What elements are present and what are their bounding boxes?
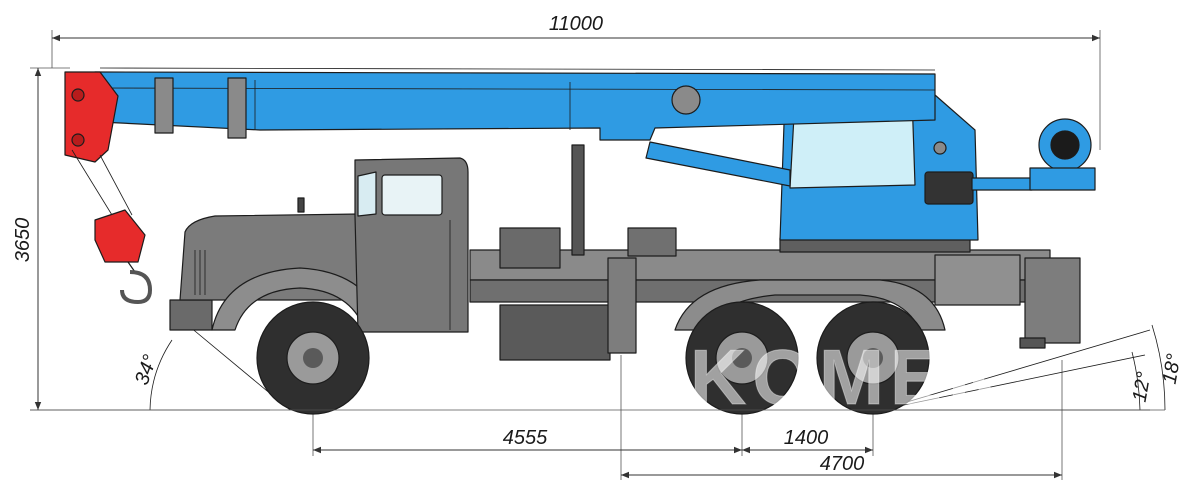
rear-wheel-2 <box>816 301 930 415</box>
watermark-text: KOMEK <box>690 333 1010 421</box>
dimension-wheelbase: 4555 1400 4700 <box>312 355 1063 480</box>
rear-wheel-1 <box>685 301 799 415</box>
truck-chassis <box>169 227 1081 361</box>
overall-height-label: 3650 <box>12 218 34 263</box>
front-wheel <box>256 301 370 415</box>
hook-block <box>71 149 153 305</box>
approach-angle-label: 34° <box>131 352 162 388</box>
bogie-spacing-label: 1400 <box>784 427 829 449</box>
boom-head <box>64 71 119 163</box>
boom-cylinder <box>645 141 791 187</box>
overall-length-label: 11000 <box>549 13 603 35</box>
outrigger-length-label: 4700 <box>820 453 865 475</box>
departure-angle-18-label: 18° <box>1159 352 1186 386</box>
telescopic-boom <box>94 67 936 141</box>
departure-angle-12-label: 12° <box>1129 370 1156 404</box>
crane-turntable <box>571 144 971 256</box>
truck-cab <box>179 157 469 333</box>
wheelbase-label: 4555 <box>503 427 548 449</box>
dimension-overall-length: 11000 <box>51 13 1101 150</box>
winch-assembly <box>971 118 1096 191</box>
